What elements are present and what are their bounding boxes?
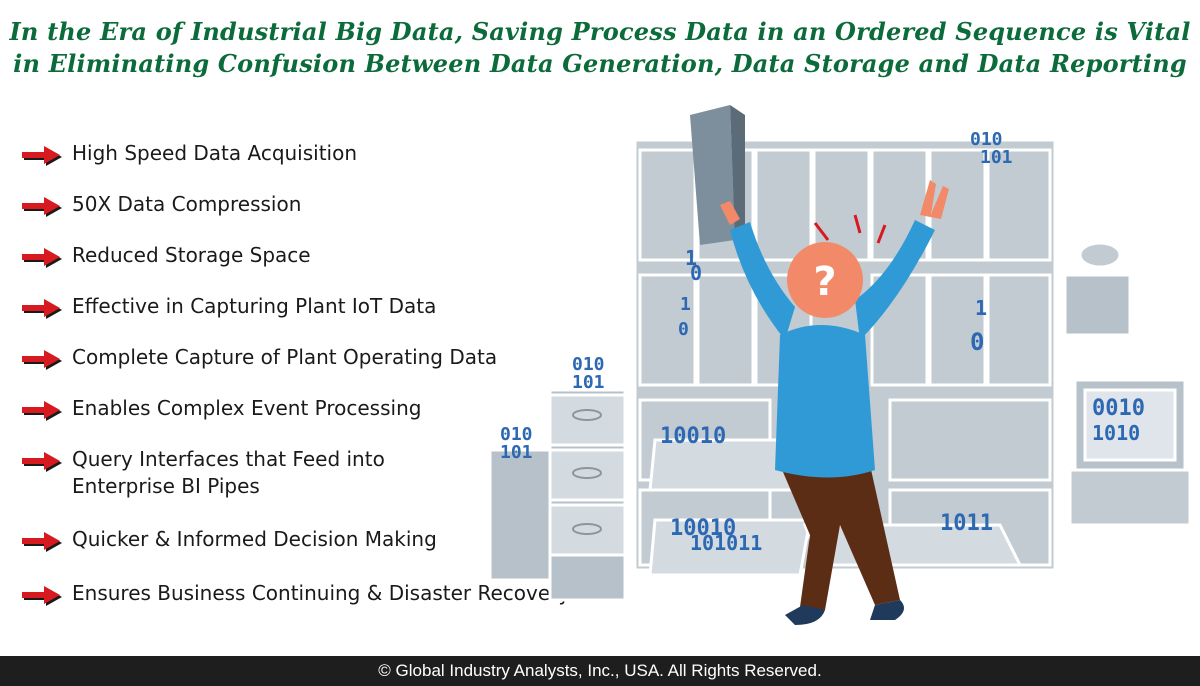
feature-item: Complete Capture of Plant Operating Data [22,344,497,384]
computer-monitor [1063,241,1192,527]
red-arrow-icon [22,197,62,217]
feature-text: High Speed Data Acquisition [72,141,358,165]
svg-text:1: 1 [685,246,697,270]
feature-item: Ensures Business Continuing & Disaster R… [22,580,570,620]
feature-item: High Speed Data Acquisition [22,140,357,180]
red-arrow-icon [22,586,62,606]
red-arrow-icon [22,248,62,268]
feature-item: Enables Complex Event Processing [22,395,421,435]
feature-text: 50X Data Compression [72,192,302,216]
svg-text:101: 101 [500,442,533,463]
svg-text:10010: 10010 [660,424,726,449]
title-line-2: in Eliminating Confusion Between Data Ge… [13,49,1187,78]
svg-text:101: 101 [980,147,1013,168]
feature-item: Reduced Storage Space [22,242,311,282]
feature-text: Effective in Capturing Plant IoT Data [72,294,437,318]
file-drawers-left [488,388,627,602]
red-arrow-icon [22,452,62,472]
svg-text:101: 101 [572,372,605,393]
feature-text: Ensures Business Continuing & Disaster R… [72,581,571,605]
binary-digits: 010 101 010 101 010 101 1 0 1 0 1 0 1001… [500,129,1145,555]
svg-text:0: 0 [690,261,702,285]
svg-text:010: 010 [500,424,533,445]
copyright-footer: © Global Industry Analysts, Inc., USA. A… [0,656,1200,686]
red-arrow-icon [22,299,62,319]
svg-text:1: 1 [680,294,691,315]
feature-text: Query Interfaces that Feed into Enterpri… [72,447,385,498]
svg-text:0: 0 [678,319,689,340]
feature-text: Enables Complex Event Processing [72,396,422,420]
svg-text:1: 1 [975,296,987,320]
red-arrow-icon [22,532,62,552]
feature-item: 50X Data Compression [22,191,301,231]
red-arrow-icon [22,401,62,421]
confused-man-figure: ? [720,180,949,625]
feature-item: Query Interfaces that Feed into Enterpri… [22,446,385,498]
confused-man-data-archive-illustration: 010 101 010 101 010 101 1 0 1 0 1 0 1001… [488,105,1192,625]
red-arrow-icon [22,350,62,370]
svg-text:10010: 10010 [670,516,736,541]
feature-text: Complete Capture of Plant Operating Data [72,345,498,369]
feature-item: Quicker & Informed Decision Making [22,526,437,566]
feature-item: Effective in Capturing Plant IoT Data [22,293,436,333]
svg-text:0010: 0010 [1092,396,1145,421]
title-line-1: In the Era of Industrial Big Data, Savin… [9,17,1191,46]
question-mark-icon: ? [813,259,836,305]
svg-text:101011: 101011 [690,531,762,555]
page-title: In the Era of Industrial Big Data, Savin… [0,16,1200,80]
svg-text:0: 0 [970,328,984,356]
svg-text:1011: 1011 [940,511,993,536]
svg-text:1010: 1010 [1092,421,1140,445]
red-arrow-icon [22,146,62,166]
svg-text:010: 010 [970,129,1003,150]
feature-text: Reduced Storage Space [72,243,311,267]
svg-text:010: 010 [572,354,605,375]
feature-text: Quicker & Informed Decision Making [72,527,437,551]
